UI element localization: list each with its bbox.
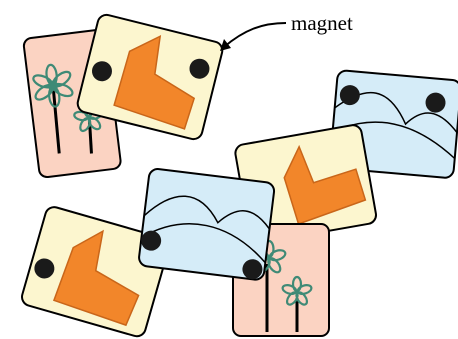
wave-card-center xyxy=(138,168,276,281)
annotation-arrow xyxy=(223,22,287,48)
orange-l-shape xyxy=(113,34,196,130)
magnet-label: magnet xyxy=(291,11,353,35)
magnet-dot xyxy=(242,259,263,280)
magnet-annotation: magnet xyxy=(220,11,353,51)
magnet-dot xyxy=(189,58,210,79)
magnet-dot xyxy=(91,61,112,82)
flower-icon xyxy=(32,63,104,154)
arrowhead-icon xyxy=(220,39,231,51)
magnet-dot xyxy=(425,92,446,113)
shape-card-bottom-left xyxy=(21,206,170,338)
shape-card-top-left xyxy=(76,13,224,141)
magnet-dot xyxy=(339,85,360,106)
magnet-dot xyxy=(34,258,55,279)
orange-l-shape xyxy=(52,229,140,327)
magnet-dot xyxy=(141,230,162,251)
